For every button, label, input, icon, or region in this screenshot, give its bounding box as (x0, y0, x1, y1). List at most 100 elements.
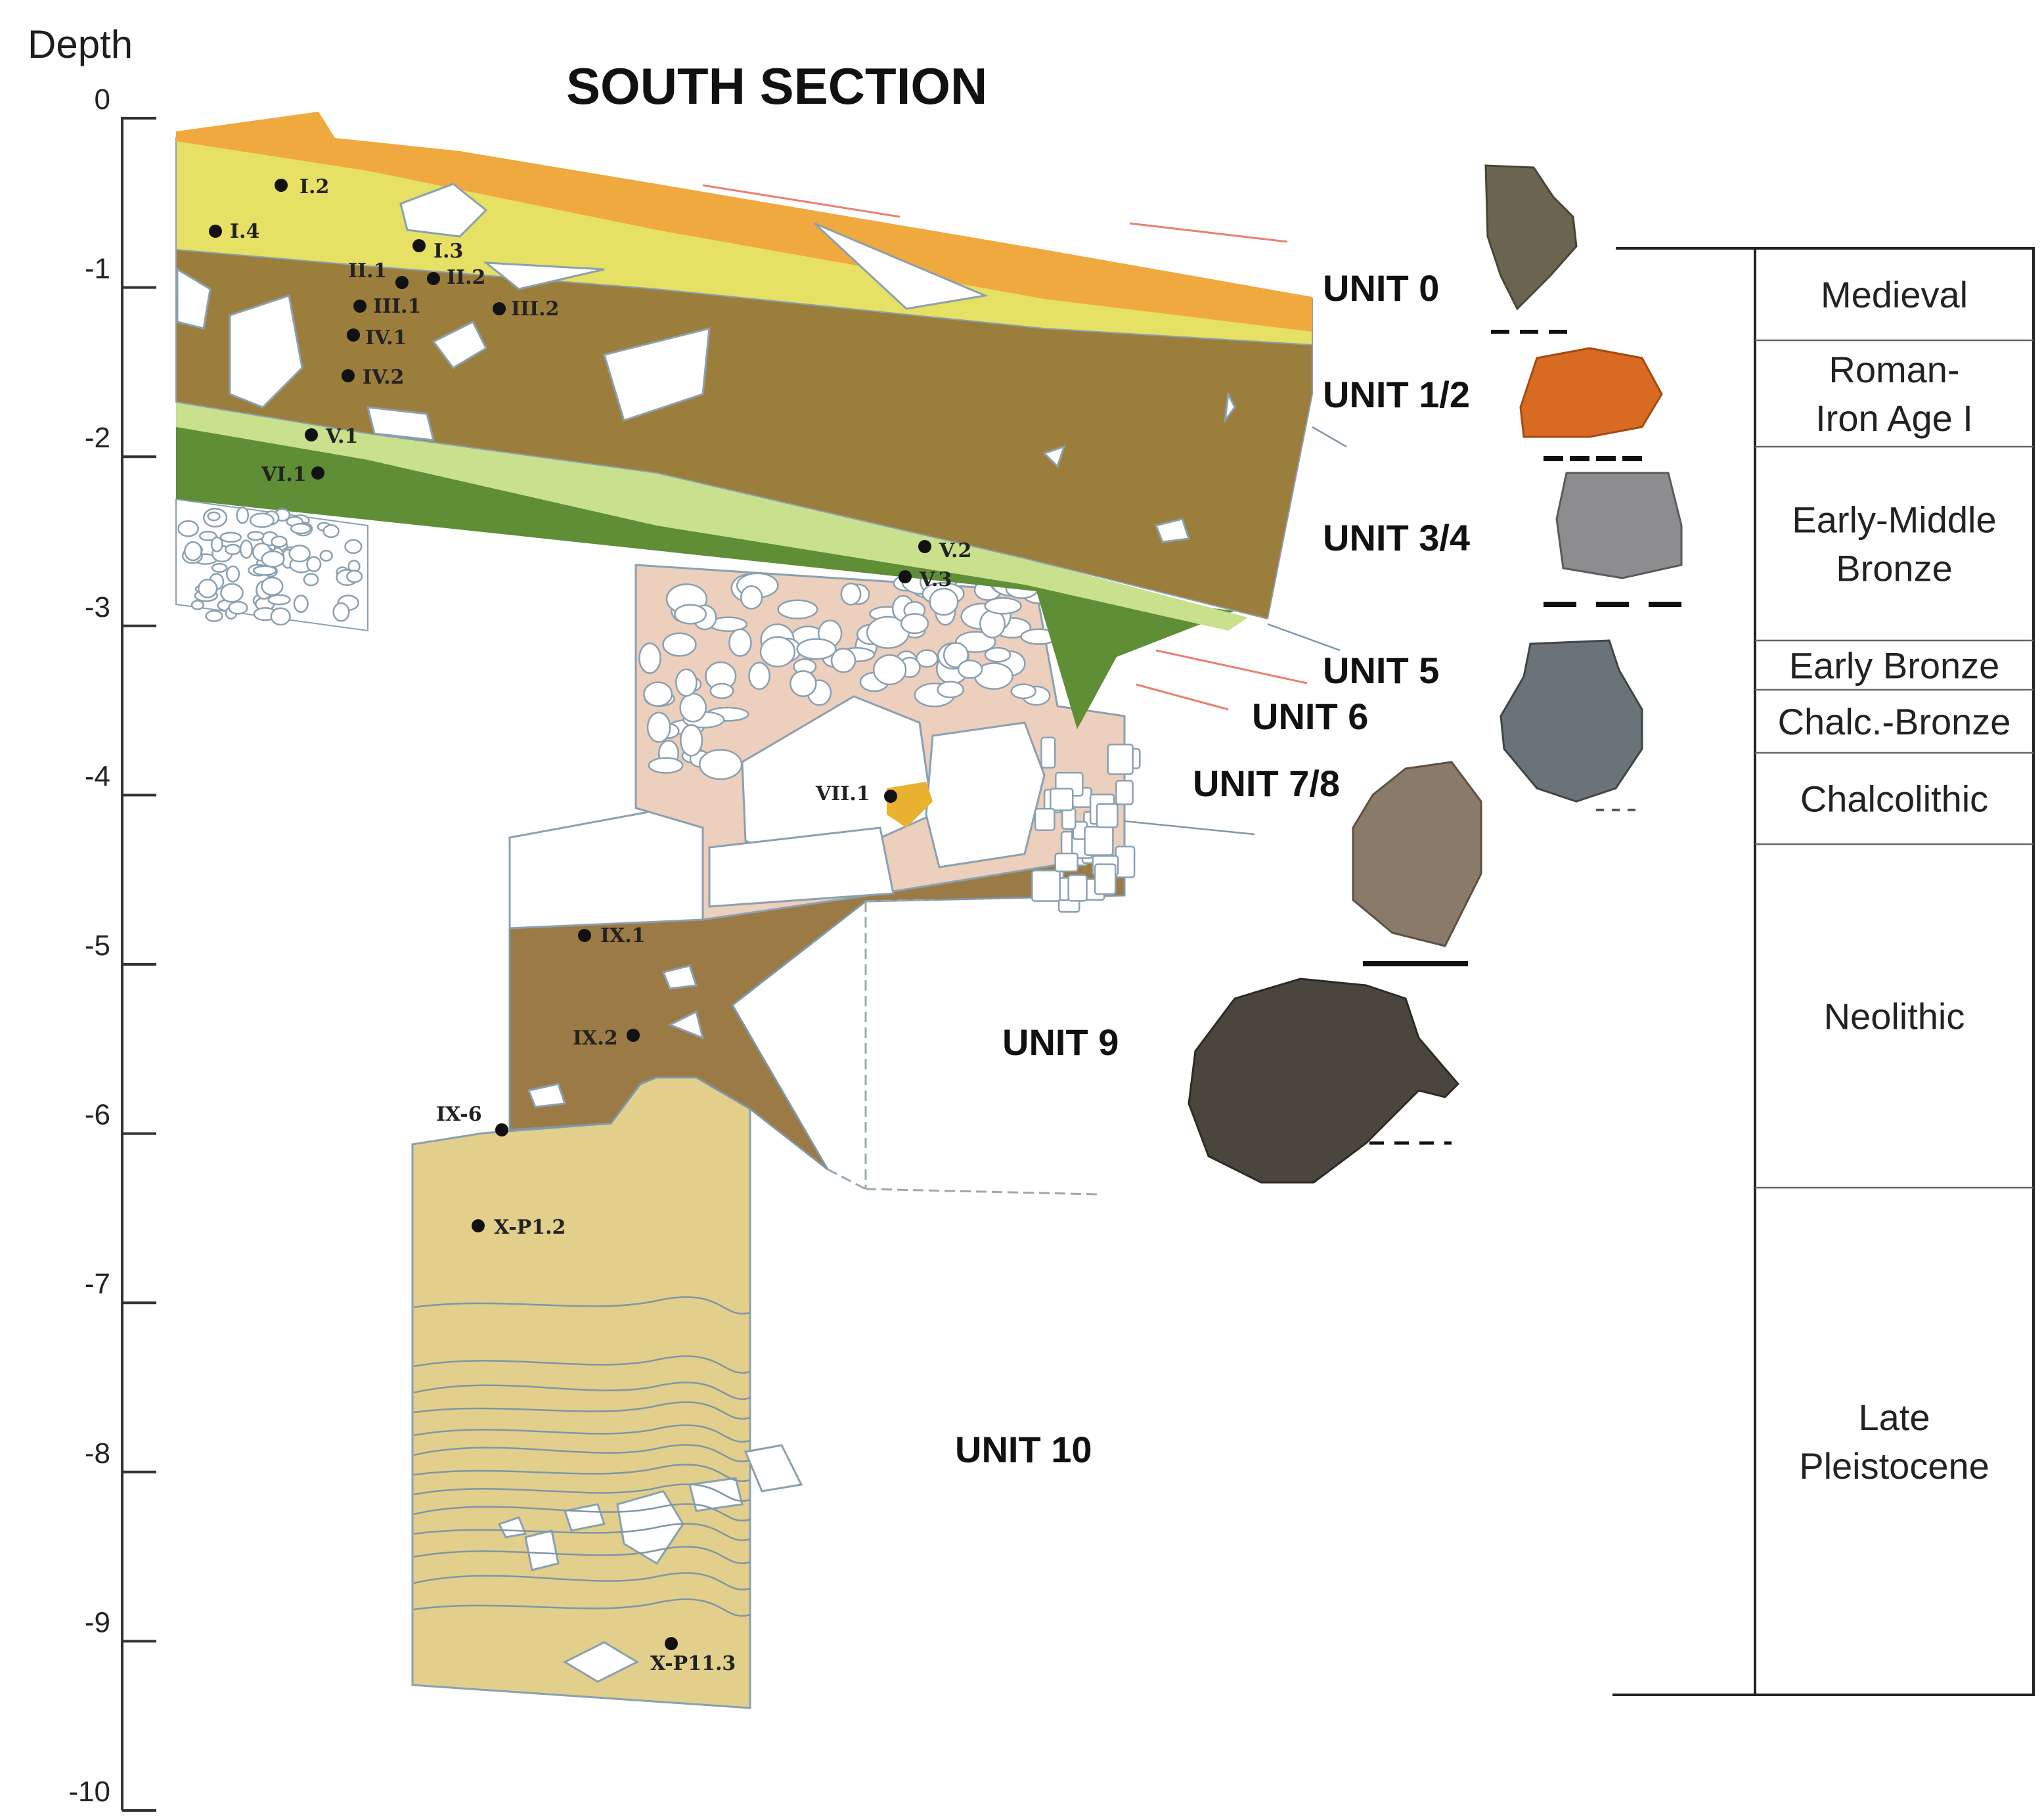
stone (813, 222, 989, 310)
sample-label: IV.2 (363, 366, 404, 389)
vessel-unit9-icon (1188, 977, 1460, 1184)
rubble-stone (740, 585, 763, 610)
sample-dot (899, 570, 912, 583)
pebble (344, 539, 363, 554)
sample-dot (493, 302, 506, 315)
pebble (247, 531, 265, 541)
sample-dot (311, 466, 324, 480)
period-label: Chalcolithic (1800, 778, 1988, 820)
depth-tick-label: -7 (85, 1268, 110, 1300)
stone (483, 261, 605, 290)
depth-axis: Depth 0-1-2-3-4-5-6-7-8-9-10 (28, 22, 156, 1812)
depth-tick-label: -10 (68, 1776, 110, 1808)
pebble (346, 570, 363, 583)
sample-dot (427, 272, 440, 285)
rubble-stone (648, 757, 684, 774)
sample-label: I.2 (300, 175, 329, 198)
rubble-block (1034, 807, 1055, 832)
rubble-block (1067, 874, 1088, 902)
rubble-stone (698, 749, 743, 780)
sample-label: III.1 (373, 295, 421, 318)
stratum-line (413, 1355, 751, 1374)
sample-dot (209, 225, 222, 238)
rubble-stone (679, 692, 707, 723)
pebble (306, 556, 322, 573)
stratum-line (413, 1381, 751, 1400)
depth-tick-label: -6 (85, 1099, 110, 1131)
depth-tick-label: -5 (85, 930, 110, 962)
stratum-line (413, 1572, 751, 1590)
potsherd-unit7-8-icon (1352, 761, 1482, 947)
stone (1154, 518, 1191, 543)
pebble (270, 607, 291, 626)
pebble (205, 610, 223, 622)
stone (744, 1444, 803, 1493)
depth-tick-label: 0 (95, 83, 110, 116)
pebble (271, 535, 288, 548)
period-label: Roman- (1829, 349, 1959, 390)
rubble-block (1040, 736, 1056, 769)
stone (176, 267, 211, 330)
pebble (228, 600, 248, 615)
stratum-line (413, 1523, 751, 1541)
rubble-stone (957, 660, 983, 679)
pebble (190, 600, 204, 610)
sample-label: IX.1 (600, 924, 646, 947)
depth-tick-label: -3 (85, 591, 110, 623)
sample-dot (275, 179, 288, 192)
rubble-stone (872, 654, 907, 686)
pebble (225, 543, 242, 555)
depth-axis-label: Depth (28, 22, 133, 66)
depth-tick-label: -2 (85, 422, 110, 454)
sample-dot (495, 1123, 508, 1136)
sample-label: X-P11.3 (650, 1652, 736, 1675)
period-label: Medieval (1821, 274, 1968, 315)
unit-label: UNIT 0 (1323, 267, 1439, 309)
sample-dot (472, 1219, 485, 1232)
pebble (322, 524, 340, 539)
pebble (198, 578, 218, 598)
pebble (249, 512, 275, 528)
sample-dot (665, 1637, 678, 1650)
rubble-stone (916, 649, 939, 668)
rubble-stone (943, 642, 969, 669)
sample-label: VII.1 (815, 782, 870, 805)
pebble (303, 573, 319, 587)
stone (527, 1083, 567, 1108)
stratum-line (413, 1483, 751, 1502)
stratum-line (413, 1598, 751, 1617)
depth-tick-label: -8 (85, 1437, 110, 1470)
unit-9-gap-outline (827, 899, 1098, 1196)
sample-label: I.3 (433, 240, 463, 263)
vessel-unit5-6-icon (1500, 639, 1643, 803)
stone (497, 1516, 527, 1538)
stratum-line (413, 1424, 751, 1443)
rubble-stone (777, 599, 818, 619)
rubble-stone (900, 613, 929, 635)
stone (399, 183, 488, 238)
period-label: Iron Age I (1815, 397, 1973, 439)
sample-dot (342, 369, 355, 382)
pebble (288, 545, 311, 563)
stone (1223, 390, 1236, 424)
sample-label: III.2 (511, 298, 559, 321)
sample-label: V.1 (325, 425, 358, 448)
rubble-stone (638, 642, 661, 674)
stratigraphic-section (175, 112, 1347, 1709)
potsherd-unit0-icon (1484, 164, 1578, 311)
pebble (220, 583, 244, 603)
rubble-block (1084, 826, 1114, 856)
stone (661, 964, 698, 990)
strata-lines-unit-10 (413, 1296, 751, 1617)
stratum-line (413, 1444, 751, 1462)
sample-label: IX.2 (573, 1027, 618, 1050)
stone-large (708, 826, 895, 908)
unit-label: UNIT 7/8 (1193, 763, 1340, 804)
rubble-stone (680, 724, 703, 757)
rubble-stone (984, 596, 1022, 615)
pebble (290, 523, 311, 535)
stratum-line (413, 1401, 751, 1420)
stone-block-unit7 (508, 807, 704, 930)
